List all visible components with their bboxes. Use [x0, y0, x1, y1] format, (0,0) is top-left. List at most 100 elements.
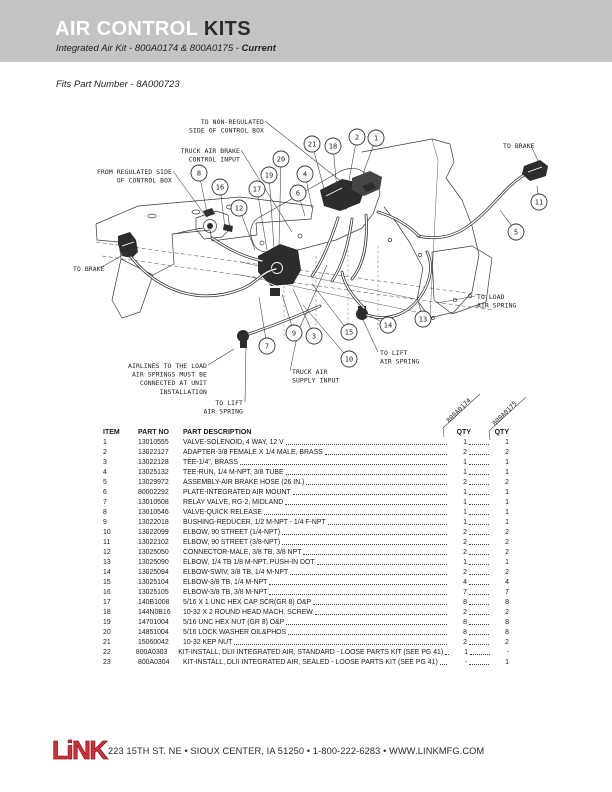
callout-number-8: 8: [197, 169, 201, 177]
cell-part_no: 13025050: [138, 549, 169, 556]
cell-item: 17: [103, 599, 111, 606]
cell-qty1: 8: [463, 629, 467, 636]
diagram-label-truck-air-supply-input: SUPPLY INPUT: [292, 377, 339, 385]
cell-description: 5/16 UNC HEX NUT (GR 8) O&P: [183, 619, 285, 626]
dotted-leader: [445, 654, 450, 655]
callout-number-5: 5: [514, 228, 518, 236]
dotted-leader: [313, 604, 447, 605]
dotted-leader: [285, 444, 447, 445]
cell-qty2: 8: [505, 599, 509, 606]
callout-4: [296, 165, 314, 183]
cell-item: 9: [103, 519, 107, 526]
dotted-leader: [469, 634, 489, 635]
cell-item: 5: [103, 479, 107, 486]
fits-part-number: Fits Part Number - 8A000723: [56, 79, 180, 90]
callout-number-18: 18: [329, 142, 337, 150]
link-logo: LiNK: [52, 735, 109, 766]
cell-description: 10-32 KEP NUT: [183, 639, 233, 646]
callout-number-10: 10: [345, 355, 353, 363]
cell-item: 6: [103, 489, 107, 496]
dotted-leader: [282, 534, 447, 535]
cell-description: ELBOW, 1/4 TB 1/8 M-NPT, PUSH-IN DOT: [183, 559, 315, 566]
callout-number-12: 12: [235, 204, 243, 212]
dotted-leader: [324, 454, 447, 455]
callout-number-20: 20: [277, 155, 285, 163]
cell-qty2: -: [506, 649, 509, 656]
dotted-leader: [469, 584, 489, 585]
subtitle-status: Current: [241, 43, 276, 54]
cell-item: 19: [103, 619, 111, 626]
cell-description: ELBOW-3/8 TB, 1/4 M-NPT: [183, 579, 268, 586]
callout-number-2: 2: [355, 133, 359, 141]
callout-number-16: 16: [216, 183, 224, 191]
cell-description: 5/16 LOCK WASHER OIL&PHOS: [183, 629, 287, 636]
header-description: PART DESCRIPTION: [183, 429, 252, 436]
callout-number-6: 6: [296, 189, 300, 197]
cell-part_no: 13010555: [138, 439, 169, 446]
cell-qty1: 1: [463, 459, 467, 466]
cell-item: 1: [103, 439, 107, 446]
cell-part_no: 140B1008: [138, 599, 170, 606]
diagram-label-to-lift-air-spring-bottom: TO LIFT: [215, 399, 243, 407]
dotted-leader: [292, 494, 447, 495]
cell-part_no: 13025105: [138, 589, 169, 596]
cell-part_no: 13022127: [138, 449, 169, 456]
diagram-label-to-lift-air-spring-bottom: AIR SPRING: [204, 408, 244, 416]
diagram-label-to-load-air-spring: AIR SPRING: [477, 302, 517, 310]
cell-qty2: 2: [505, 529, 509, 536]
callout-number-15: 15: [345, 328, 353, 336]
callout-number-7: 7: [265, 342, 269, 350]
cell-item: 18: [103, 609, 111, 616]
dotted-leader: [469, 624, 489, 625]
cell-description: PLATE-INTEGRATED AIR MOUNT: [183, 489, 291, 496]
leader-line: [240, 149, 293, 233]
header-part-no: PART NO: [138, 429, 169, 436]
dotted-leader: [469, 474, 489, 475]
cell-qty1: 2: [463, 529, 467, 536]
diagram-label-truck-air-supply-input: TRUCK AIR: [292, 368, 328, 376]
cell-qty1: 2: [463, 549, 467, 556]
cell-item: 14: [103, 569, 111, 576]
cell-qty2: 2: [505, 449, 509, 456]
callout-21: [303, 135, 321, 153]
cell-item: 7: [103, 499, 107, 506]
cell-qty1: 1: [463, 509, 467, 516]
leader-line: [297, 264, 328, 333]
cell-item: 11: [103, 539, 111, 546]
cell-item: 22: [103, 649, 111, 656]
callout-1: [367, 129, 385, 147]
diagram-label-to-lift-air-spring-right: TO LIFT: [380, 349, 408, 357]
cell-item: 13: [103, 559, 111, 566]
callout-number-17: 17: [253, 185, 261, 193]
header-qty-800A0175: QTY: [494, 429, 509, 436]
callout-19: [260, 166, 278, 184]
cell-qty2: 1: [505, 499, 509, 506]
cell-item: 21: [103, 639, 111, 646]
cell-qty2: 2: [505, 539, 509, 546]
dotted-leader: [282, 544, 447, 545]
cell-qty1: 1: [463, 439, 467, 446]
callout-9: [285, 324, 303, 342]
callout-number-4: 4: [303, 170, 307, 178]
callout-12: [230, 199, 248, 217]
diagram-label-airlines-note: INSTALLATION: [160, 388, 207, 396]
dotted-leader: [264, 514, 447, 515]
callout-10: [340, 350, 358, 368]
dotted-leader: [290, 574, 447, 575]
cell-item: 4: [103, 469, 107, 476]
cell-description: BUSHING-REDUCER, 1/2 M-NPT - 1/4 F-NPT: [183, 519, 326, 526]
dotted-leader: [303, 554, 447, 555]
